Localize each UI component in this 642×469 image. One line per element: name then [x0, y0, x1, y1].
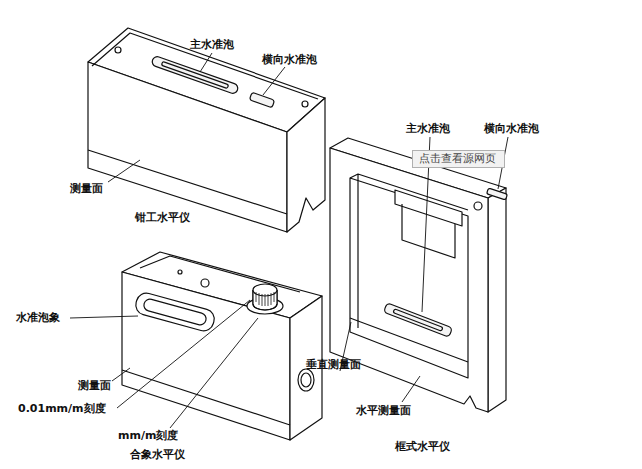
part-label: 垂直测量面 — [306, 358, 361, 371]
part-label: 测量面 — [70, 182, 103, 195]
figure-caption: 框式水平仪 — [395, 440, 450, 453]
watermark-box: 点击查看源网页 — [412, 150, 505, 168]
figure-caption: 钳工水平仪 — [135, 211, 190, 224]
part-label: mm/m刻度 — [118, 429, 178, 442]
part-label: 测量面 — [78, 379, 111, 392]
bench-level — [88, 28, 325, 232]
leader-lines — [70, 53, 508, 428]
coincidence-level — [122, 252, 322, 440]
part-label: 主水准泡 — [190, 38, 234, 51]
part-label: 水准泡象 — [16, 311, 60, 324]
part-label: 主水准泡 — [406, 122, 450, 135]
part-label: 横向水准泡 — [262, 53, 317, 66]
watermark-text: 点击查看源网页 — [419, 152, 498, 166]
part-label: 0.01mm/m刻度 — [18, 402, 106, 415]
part-label: 横向水准泡 — [484, 122, 539, 135]
figure-caption: 合象水平仪 — [130, 448, 185, 461]
part-label: 水平测量面 — [356, 404, 411, 417]
